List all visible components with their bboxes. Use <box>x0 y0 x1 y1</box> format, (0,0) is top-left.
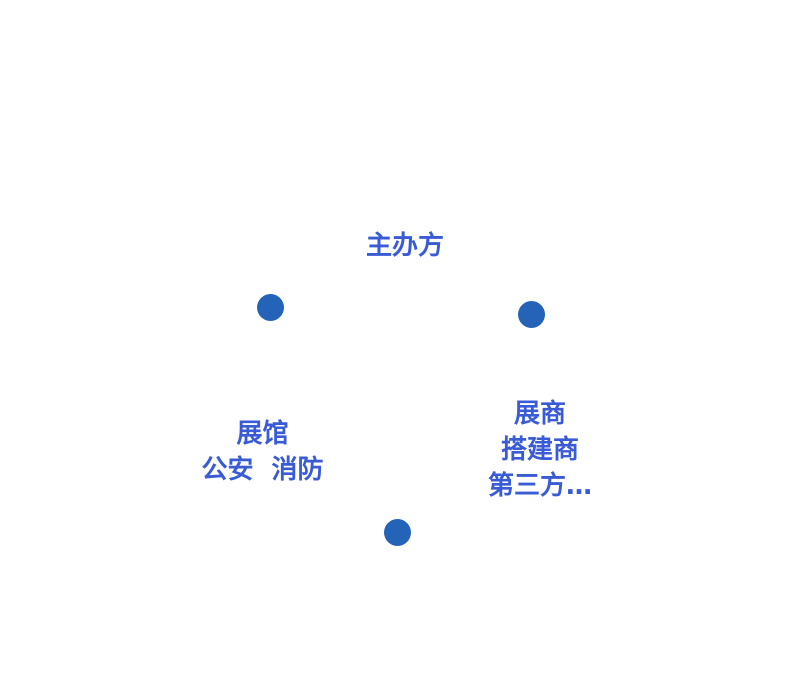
node-dot-top-right <box>518 301 545 328</box>
node-dot-top-left <box>257 294 284 321</box>
exhibitors-label-line-3: 第三方… <box>487 471 592 501</box>
node-dot-bottom <box>384 519 411 546</box>
venue-label-line-1: 展馆 <box>236 419 289 449</box>
organizer-label-line-1: 主办方 <box>365 231 444 261</box>
exhibitors-label: 展商 搭建商 第三方… <box>465 396 615 504</box>
venue-label: 展馆 公安 消防 <box>180 416 345 488</box>
exhibitors-label-line-2: 搭建商 <box>500 435 579 465</box>
venue-label-line-2: 公安 消防 <box>201 455 324 485</box>
exhibitors-label-line-1: 展商 <box>513 399 566 429</box>
organizer-label: 主办方 <box>340 228 470 264</box>
